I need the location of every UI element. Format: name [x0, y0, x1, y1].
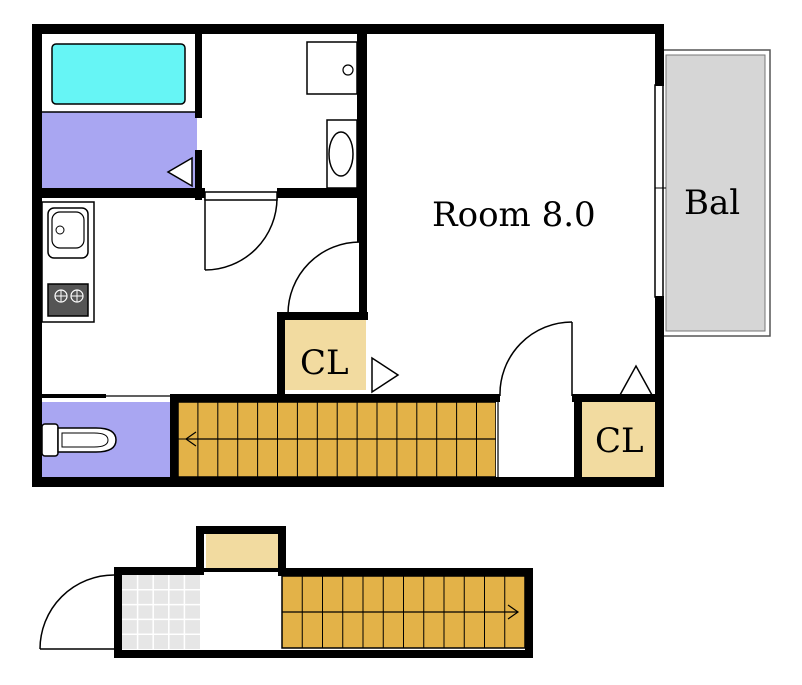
- door-marker: [166, 156, 193, 188]
- sink-icon: [306, 41, 358, 95]
- bathroom-floor: [40, 112, 197, 190]
- balcony: [660, 49, 771, 337]
- stairs-lower: [281, 575, 526, 649]
- walls-lower: [114, 526, 533, 658]
- closet-2: [582, 402, 655, 477]
- sink-icon: [47, 207, 89, 259]
- room-label: Room 8.0: [432, 195, 596, 235]
- entry-closet: [206, 534, 278, 570]
- bathtub-icon: [39, 31, 198, 113]
- walls-upper: [32, 24, 664, 487]
- closet-1-label: CL: [300, 343, 349, 383]
- closet-1: [285, 320, 366, 390]
- stove-icon: [47, 283, 89, 317]
- balcony-label: Bal: [684, 183, 740, 223]
- landing: [496, 402, 574, 477]
- closet-2-label: CL: [595, 421, 644, 461]
- entry-tile: [122, 575, 200, 649]
- washbasin-icon: [326, 119, 358, 189]
- door-marker: [618, 364, 654, 396]
- entrance-door: [39, 574, 115, 650]
- door-marker: [371, 356, 400, 394]
- toilet-icon: [41, 423, 117, 457]
- stairs-upper: [177, 401, 497, 478]
